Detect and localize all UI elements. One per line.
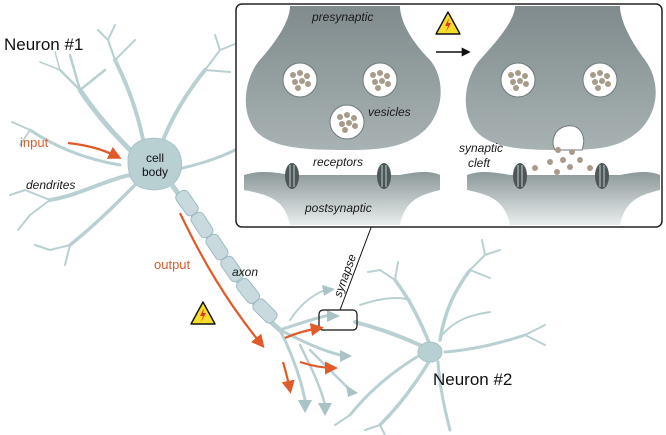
receptors-label: receptors — [313, 155, 363, 169]
vesicles-right — [500, 62, 618, 175]
synaptic-cleft-label-line1: synaptic — [459, 141, 503, 155]
terminal-arrow-1 — [284, 323, 324, 340]
released-neurotransmitters — [532, 147, 593, 175]
dendrites-label: dendrites — [26, 178, 75, 192]
synapse-label: synapse — [331, 252, 360, 299]
receptors — [285, 163, 609, 189]
myelin-sheath — [175, 189, 278, 324]
neuron-1-label: Neuron #1 — [4, 35, 83, 54]
synapse-highlight-box — [318, 309, 358, 331]
presynaptic-terminal-left — [245, 6, 441, 150]
synaptic-cleft-label-line2: cleft — [468, 156, 491, 170]
synapse-connector-line — [339, 224, 373, 311]
neuron-2 — [334, 239, 546, 435]
cell-body-label-line2: body — [142, 165, 168, 179]
vesicles-left — [282, 62, 398, 140]
synapse-inset: presynaptic vesicles receptors postsynap… — [235, 3, 663, 228]
neuron-1-cell-body — [127, 137, 182, 191]
warning-lightning-icon — [435, 11, 461, 35]
terminal-arrow-2 — [299, 360, 338, 375]
presynaptic-label: presynaptic — [311, 10, 373, 24]
postsynaptic-label: postsynaptic — [304, 201, 372, 215]
input-arrow — [67, 141, 122, 159]
input-label: input — [20, 135, 49, 150]
neuron-2-label: Neuron #2 — [433, 370, 512, 389]
terminal-arrow-3 — [281, 361, 295, 394]
output-label: output — [154, 257, 191, 272]
presynaptic-terminal-right — [465, 6, 656, 150]
warning-lightning-icon — [190, 301, 216, 325]
cell-body-label-line1: cell — [146, 151, 164, 165]
output-arrow — [179, 212, 265, 349]
axon-label: axon — [232, 265, 258, 279]
vesicles-label: vesicles — [368, 105, 411, 119]
signal-arrows — [67, 141, 338, 394]
